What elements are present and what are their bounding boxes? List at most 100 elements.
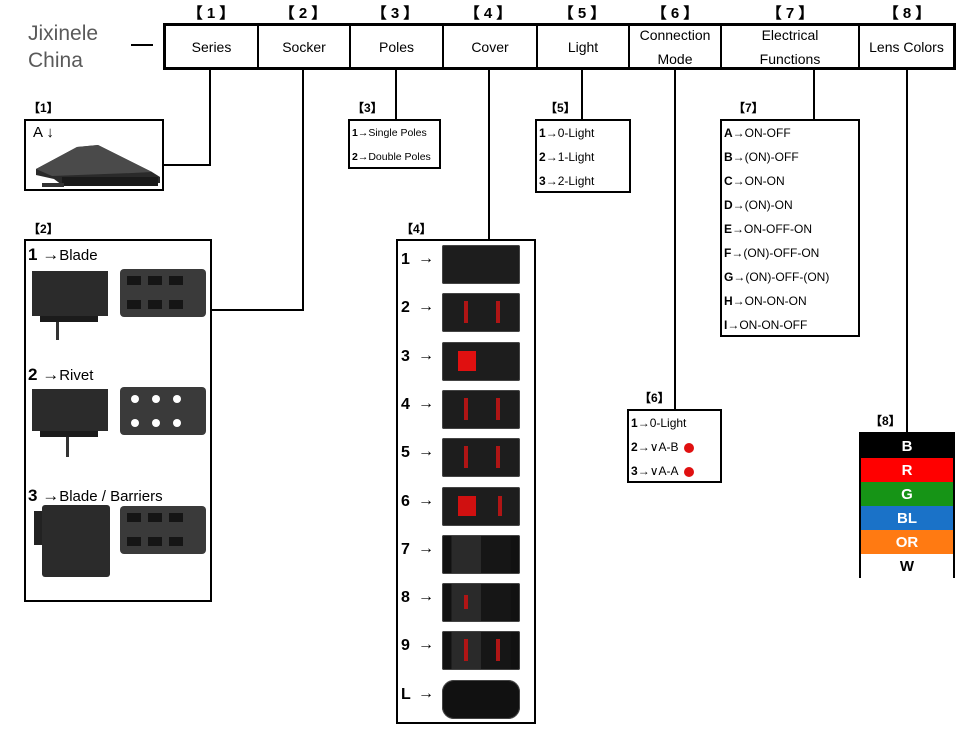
connector-light bbox=[581, 70, 583, 120]
lens-color-swatch: BL bbox=[861, 506, 953, 530]
cover-option-num: 5 bbox=[401, 444, 410, 462]
header-cell-light: Light bbox=[538, 26, 630, 67]
electrical-option-label: (ON)-ON bbox=[744, 198, 793, 212]
header-cell-electrical-functions: Electrical Functions bbox=[722, 26, 860, 67]
lens-color-swatch: W bbox=[861, 554, 953, 578]
socket-option-label: Blade / Barriers bbox=[59, 488, 163, 505]
series-option: A ↓ bbox=[33, 124, 54, 141]
header-cell-cover: Cover bbox=[444, 26, 538, 67]
electrical-option: B→(ON)-OFF bbox=[724, 150, 799, 164]
connector-electrical bbox=[813, 70, 815, 120]
light-option-1: 1→0-Light bbox=[539, 126, 595, 140]
cover-image bbox=[442, 679, 520, 719]
socket-box: 1 →Blade 2 →Rivet 3 →Blade / Barriers bbox=[24, 239, 212, 602]
cover-option: 5→ bbox=[398, 434, 536, 482]
header-number-6: 【 6 】 bbox=[651, 5, 699, 22]
poles-option-label: Single Poles bbox=[368, 127, 427, 139]
light-option-label: 2-Light bbox=[557, 174, 595, 188]
header-number-1: 【 1 】 bbox=[187, 5, 235, 22]
electrical-option-label: ON-ON bbox=[744, 174, 785, 188]
electrical-option-label: (ON)-OFF bbox=[744, 150, 799, 164]
cover-image bbox=[442, 583, 520, 623]
code-header-row: Series Socker Poles Cover Light Connecti… bbox=[163, 23, 956, 70]
blade-socket-image bbox=[32, 269, 206, 340]
red-dot-icon bbox=[684, 466, 695, 477]
electrical-option-label: ON-ON-ON bbox=[744, 294, 807, 308]
connection-box: 1→0-Light 2→∨A-B 3→∨A-A bbox=[627, 409, 722, 483]
cover-option: 2→ bbox=[398, 289, 536, 337]
electrical-tag: 【7】 bbox=[733, 101, 764, 115]
electrical-option-code: E bbox=[724, 222, 733, 236]
poles-tag: 【3】 bbox=[352, 101, 383, 115]
cover-image bbox=[442, 341, 520, 381]
electrical-option-code: G bbox=[724, 270, 734, 284]
lens-color-swatch: B bbox=[861, 434, 953, 458]
socket-option-label: Blade bbox=[59, 247, 98, 264]
cover-tag: 【4】 bbox=[401, 222, 432, 236]
socket-option-num: 1 bbox=[28, 245, 38, 264]
cover-option: 1→ bbox=[398, 241, 536, 289]
cover-option-num: 1 bbox=[401, 251, 410, 268]
poles-option-1: 1→Single Poles bbox=[352, 127, 427, 139]
light-option-label: 0-Light bbox=[557, 126, 595, 140]
cover-image bbox=[442, 486, 520, 526]
cover-option: 7→ bbox=[398, 531, 536, 579]
cover-image bbox=[442, 245, 520, 284]
cover-option: 3→ bbox=[398, 338, 536, 386]
socket-option-label: Rivet bbox=[59, 367, 94, 384]
poles-option-num: 2 bbox=[352, 151, 358, 163]
header-number-8: 【 8 】 bbox=[883, 5, 931, 22]
light-option-num: 3 bbox=[539, 174, 546, 188]
cover-option-num: 7 bbox=[401, 540, 410, 558]
electrical-option-code: F bbox=[724, 246, 732, 260]
connection-option-2: 2→∨A-B bbox=[631, 435, 720, 459]
header-number-3: 【 3 】 bbox=[371, 5, 419, 22]
connector-socket-h bbox=[210, 309, 304, 311]
rocker-switch-image bbox=[36, 145, 160, 187]
arrow-icon: → bbox=[418, 636, 434, 654]
cover-image bbox=[442, 438, 520, 478]
cover-option: 9→ bbox=[398, 627, 536, 675]
poles-option-2: 2→Double Poles bbox=[352, 151, 431, 163]
connector-cover bbox=[488, 70, 490, 242]
cover-image bbox=[442, 293, 520, 333]
lens-color-swatch: OR bbox=[861, 530, 953, 554]
connector-socket bbox=[302, 70, 304, 311]
arrow-icon: → bbox=[418, 539, 434, 557]
socket-option-3: 3 →Blade / Barriers bbox=[28, 486, 163, 505]
connector-series bbox=[209, 70, 211, 166]
arrow-icon: → bbox=[418, 684, 434, 702]
socket-option-1: 1 →Blade bbox=[28, 245, 98, 264]
light-option-3: 3→2-Light bbox=[539, 174, 595, 188]
arrow-icon: → bbox=[418, 588, 434, 606]
blade-barriers-socket-image bbox=[34, 505, 206, 577]
electrical-option-label: ON-OFF-ON bbox=[744, 222, 813, 236]
connection-option-num: 1 bbox=[631, 416, 638, 430]
electrical-option-label: ON-ON-OFF bbox=[739, 318, 808, 332]
light-box: 1→0-Light 2→1-Light 3→2-Light bbox=[535, 119, 631, 193]
electrical-option: H→ON-ON-ON bbox=[724, 294, 807, 308]
cover-option-num: 4 bbox=[401, 395, 410, 413]
header-number-2: 【 2 】 bbox=[279, 5, 327, 22]
electrical-option: E→ON-OFF-ON bbox=[724, 222, 813, 236]
poles-option-num: 1 bbox=[352, 127, 358, 139]
connection-option-label: 0-Light bbox=[649, 416, 687, 430]
header-cell-lens-colors: Lens Colors bbox=[869, 38, 944, 55]
connection-option-label: ∨A-B bbox=[649, 440, 679, 454]
connection-option-num: 3 bbox=[631, 464, 638, 478]
electrical-option: A→ON-OFF bbox=[724, 126, 791, 140]
arrow-icon: → bbox=[418, 250, 434, 267]
cover-option-num: 2 bbox=[401, 299, 410, 317]
cover-option: 8→ bbox=[398, 579, 536, 627]
cover-option-num: 6 bbox=[401, 492, 410, 510]
electrical-option: G→(ON)-OFF-(ON) bbox=[724, 270, 830, 284]
cover-option-num: 9 bbox=[401, 637, 410, 655]
electrical-option: F→(ON)-OFF-ON bbox=[724, 246, 820, 260]
connection-tag: 【6】 bbox=[639, 391, 670, 405]
header-cell-socket: Socker bbox=[259, 26, 351, 67]
header-number-5: 【 5 】 bbox=[558, 5, 606, 22]
electrical-option-label: ON-OFF bbox=[744, 126, 791, 140]
brand-line1: Jixinele bbox=[28, 22, 99, 45]
connection-option-label: ∨A-A bbox=[649, 464, 679, 478]
